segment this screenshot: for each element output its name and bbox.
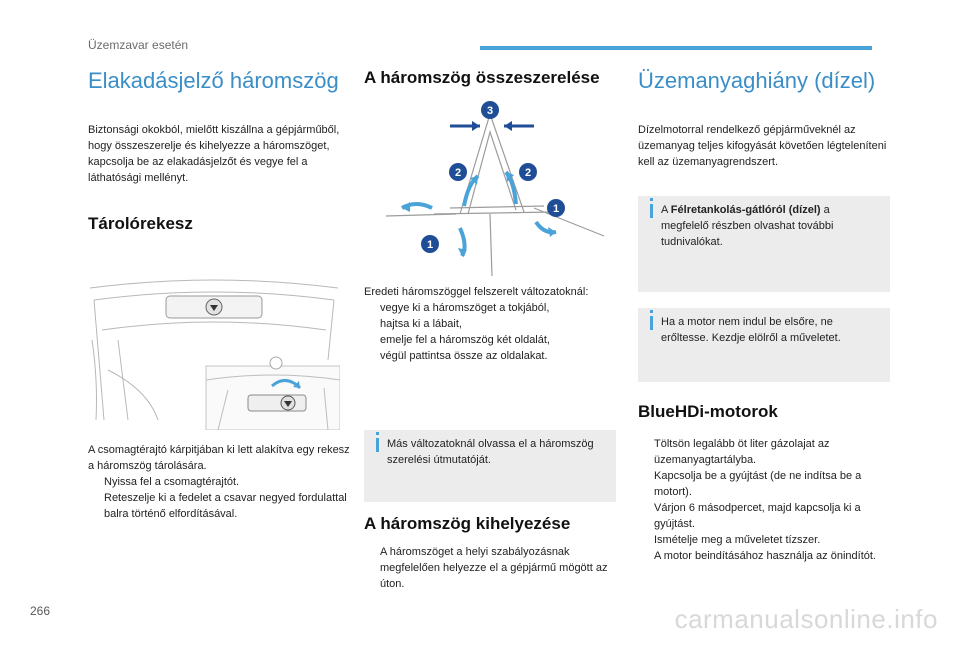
list-item: emelje fel a háromszög két oldalát, <box>380 334 550 346</box>
assembly-note: Más változatoknál olvassa el a háromszög… <box>364 430 616 502</box>
list-item: Reteszelje ki a fedelet a csavar negyed … <box>104 492 347 520</box>
callout-3-label: 3 <box>487 105 493 117</box>
callout-2-right-icon <box>519 163 537 181</box>
placement-subtitle: A háromszög kihelyezése <box>364 514 571 533</box>
watermark: carmanualsonline.info <box>674 604 938 634</box>
storage-compartment-illustration <box>88 270 341 431</box>
fuel-shortage-title: Üzemanyaghiány (dízel) <box>638 68 876 93</box>
section-header: Üzemzavar esetén <box>88 38 189 52</box>
callout-3-icon <box>481 101 499 119</box>
callout-2-left-label: 2 <box>455 167 461 179</box>
info-icon <box>650 198 653 218</box>
assembly-steps: vegye ki a háromszöget a tokjából, hajts… <box>364 300 616 364</box>
info-icon <box>650 310 653 330</box>
callout-1-right-label: 1 <box>553 203 559 215</box>
list-item: Töltsön legalább öt liter gázolajat az ü… <box>654 438 830 466</box>
list-item: végül pattintsa össze az oldalakat. <box>380 350 548 362</box>
list-item: hajtsa ki a lábait, <box>380 318 462 330</box>
triangle-intro: Biztonsági okokból, mielőtt kiszállna a … <box>88 124 340 184</box>
callout-1-right-icon <box>547 199 565 217</box>
restart-note: Ha a motor nem indul be elsőre, ne erőlt… <box>638 308 890 382</box>
callout-1-left-icon <box>421 235 439 253</box>
triangle-title: Elakadásjelző háromszög <box>88 68 339 93</box>
bluehdi-steps: Töltsön legalább öt liter gázolajat az ü… <box>638 436 890 564</box>
list-item: Kapcsolja be a gyújtást (de ne indítsa b… <box>654 470 862 498</box>
triangle-assembly-illustration: 3 2 2 1 1 <box>364 96 616 282</box>
list-item: vegye ki a háromszöget a tokjából, <box>380 302 550 314</box>
callout-2-right-label: 2 <box>525 167 531 179</box>
storage-subtitle: Tárolórekesz <box>88 214 193 233</box>
storage-steps: Nyissa fel a csomagtérajtót. Reteszelje … <box>88 474 350 522</box>
list-item: Nyissa fel a csomagtérajtót. <box>104 476 240 488</box>
fuel-shortage-intro: Dízelmotorral rendelkező gépjárműveknél … <box>638 124 887 168</box>
placement-steps: A háromszöget a helyi szabályozásnak meg… <box>364 544 616 592</box>
page-number: 266 <box>30 604 51 618</box>
callout-1-left-label: 1 <box>427 239 433 251</box>
bluehdi-subtitle: BlueHDi-motorok <box>638 402 778 421</box>
assembly-title: A háromszög összeszerelése <box>364 68 600 87</box>
storage-description: A csomagtérajtó kárpitjában ki lett alak… <box>88 444 350 472</box>
assembly-intro: Eredeti háromszöggel felszerelt változat… <box>364 286 589 298</box>
callout-2-left-icon <box>449 163 467 181</box>
list-item: A háromszöget a helyi szabályozásnak meg… <box>380 546 608 590</box>
misfuel-link-text: Félretankolás-gátlóról (dízel) <box>670 204 821 216</box>
info-icon <box>376 432 379 452</box>
header-accent-bar <box>480 46 872 50</box>
list-item: Ismételje meg a műveletet tízszer. <box>654 534 821 546</box>
list-item: Várjon 6 másodpercet, majd kapcsolja ki … <box>654 502 861 530</box>
list-item: A motor beindításához használja az önind… <box>654 550 876 562</box>
misfuel-note: A Félretankolás-gátlóról (dízel) a megfe… <box>638 196 890 292</box>
